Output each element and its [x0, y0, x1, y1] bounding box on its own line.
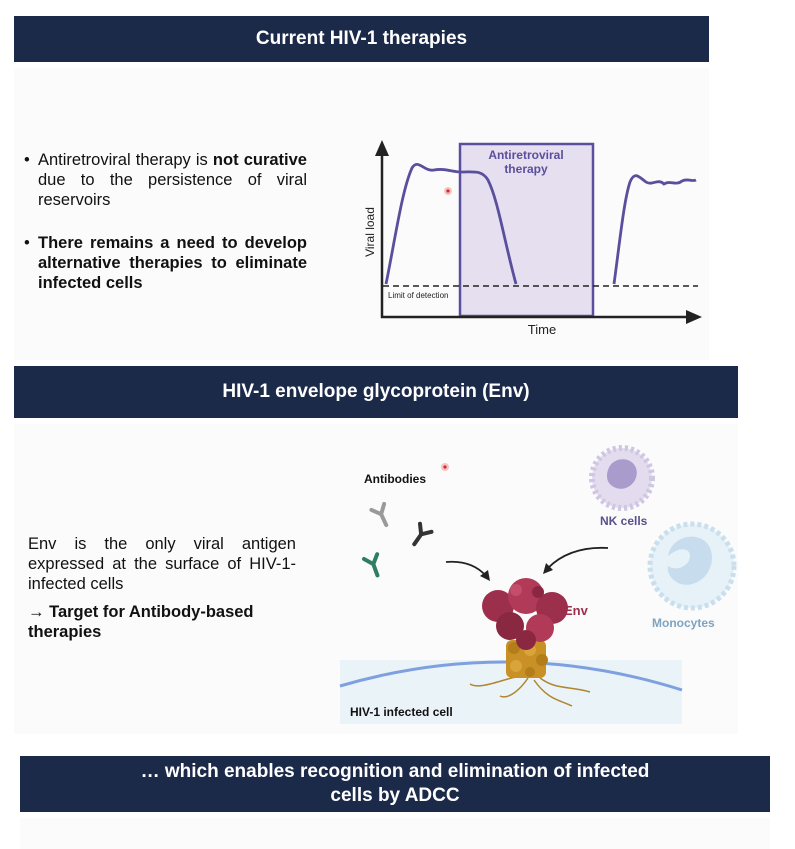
banner-title: HIV-1 envelope glycoprotein (Env) [222, 381, 530, 402]
effector-arrow [547, 546, 609, 569]
bullet-need-alternatives: There remains a need to develop alternat… [24, 233, 307, 293]
adcc-panel [20, 818, 770, 849]
env-trimer [482, 578, 568, 650]
env-label: Env [564, 603, 589, 618]
antibody-arrowhead [480, 570, 490, 581]
x-axis-arrowhead [686, 310, 702, 324]
therapy-box-label-line2: therapy [504, 162, 548, 176]
therapies-bullet-list: Antiretroviral therapy is not curative d… [24, 150, 307, 293]
banner-line-1: … which enables recognition and eliminat… [140, 761, 650, 782]
therapy-box-label-line1: Antiretroviral [488, 148, 563, 162]
bullet-text: Antiretroviral therapy is [38, 151, 213, 169]
section-banner-adcc: … which enables recognition and eliminat… [20, 756, 770, 812]
env-target-statement: → Target for Antibody-based therapies [28, 602, 296, 642]
antibody-icon [369, 501, 389, 528]
effector-arrowhead [543, 563, 553, 574]
detection-limit-label: Limit of detection [388, 291, 448, 300]
y-axis-label: Viral load [363, 207, 377, 257]
infected-cell-label: HIV-1 infected cell [350, 705, 453, 719]
section-banner-env: HIV-1 envelope glycoprotein (Env) [14, 366, 738, 418]
bullet-not-curative: Antiretroviral therapy is not curative d… [24, 150, 307, 210]
viral-load-curve-1 [384, 162, 518, 285]
bullet-text: due to the persistence of viral reservoi… [38, 171, 307, 209]
bullet-bold-text: There remains a need to develop alternat… [38, 234, 307, 292]
banner-title: Current HIV-1 therapies [255, 28, 468, 49]
antibodies-label: Antibodies [364, 472, 426, 486]
env-description: Env is the only viral antigen expressed … [28, 535, 296, 593]
section-banner-therapies: Current HIV-1 therapies [14, 16, 709, 62]
antibody-icon [362, 552, 380, 578]
monocytes-label: Monocytes [652, 616, 715, 630]
x-axis-label: Time [528, 322, 556, 337]
env-target-text: Target for Antibody-based therapies [28, 603, 254, 641]
infected-cell-body [340, 661, 682, 724]
monocyte-icon [647, 521, 737, 611]
antibody-icon [412, 521, 434, 547]
right-arrow-icon: → [28, 603, 45, 621]
pointer-dot-core [443, 465, 447, 469]
antibody-arrow [445, 560, 487, 577]
viral-load-curve-2 [612, 174, 697, 285]
env-cytoplasmic-tail [469, 675, 591, 707]
nk-cell-icon [589, 445, 655, 511]
y-axis-arrowhead [375, 140, 389, 156]
banner-line-2: cells by ADCC [330, 785, 460, 806]
nk-cells-label: NK cells [600, 514, 648, 528]
bullet-bold-text: not curative [212, 151, 307, 169]
pointer-dot-core [446, 189, 450, 193]
